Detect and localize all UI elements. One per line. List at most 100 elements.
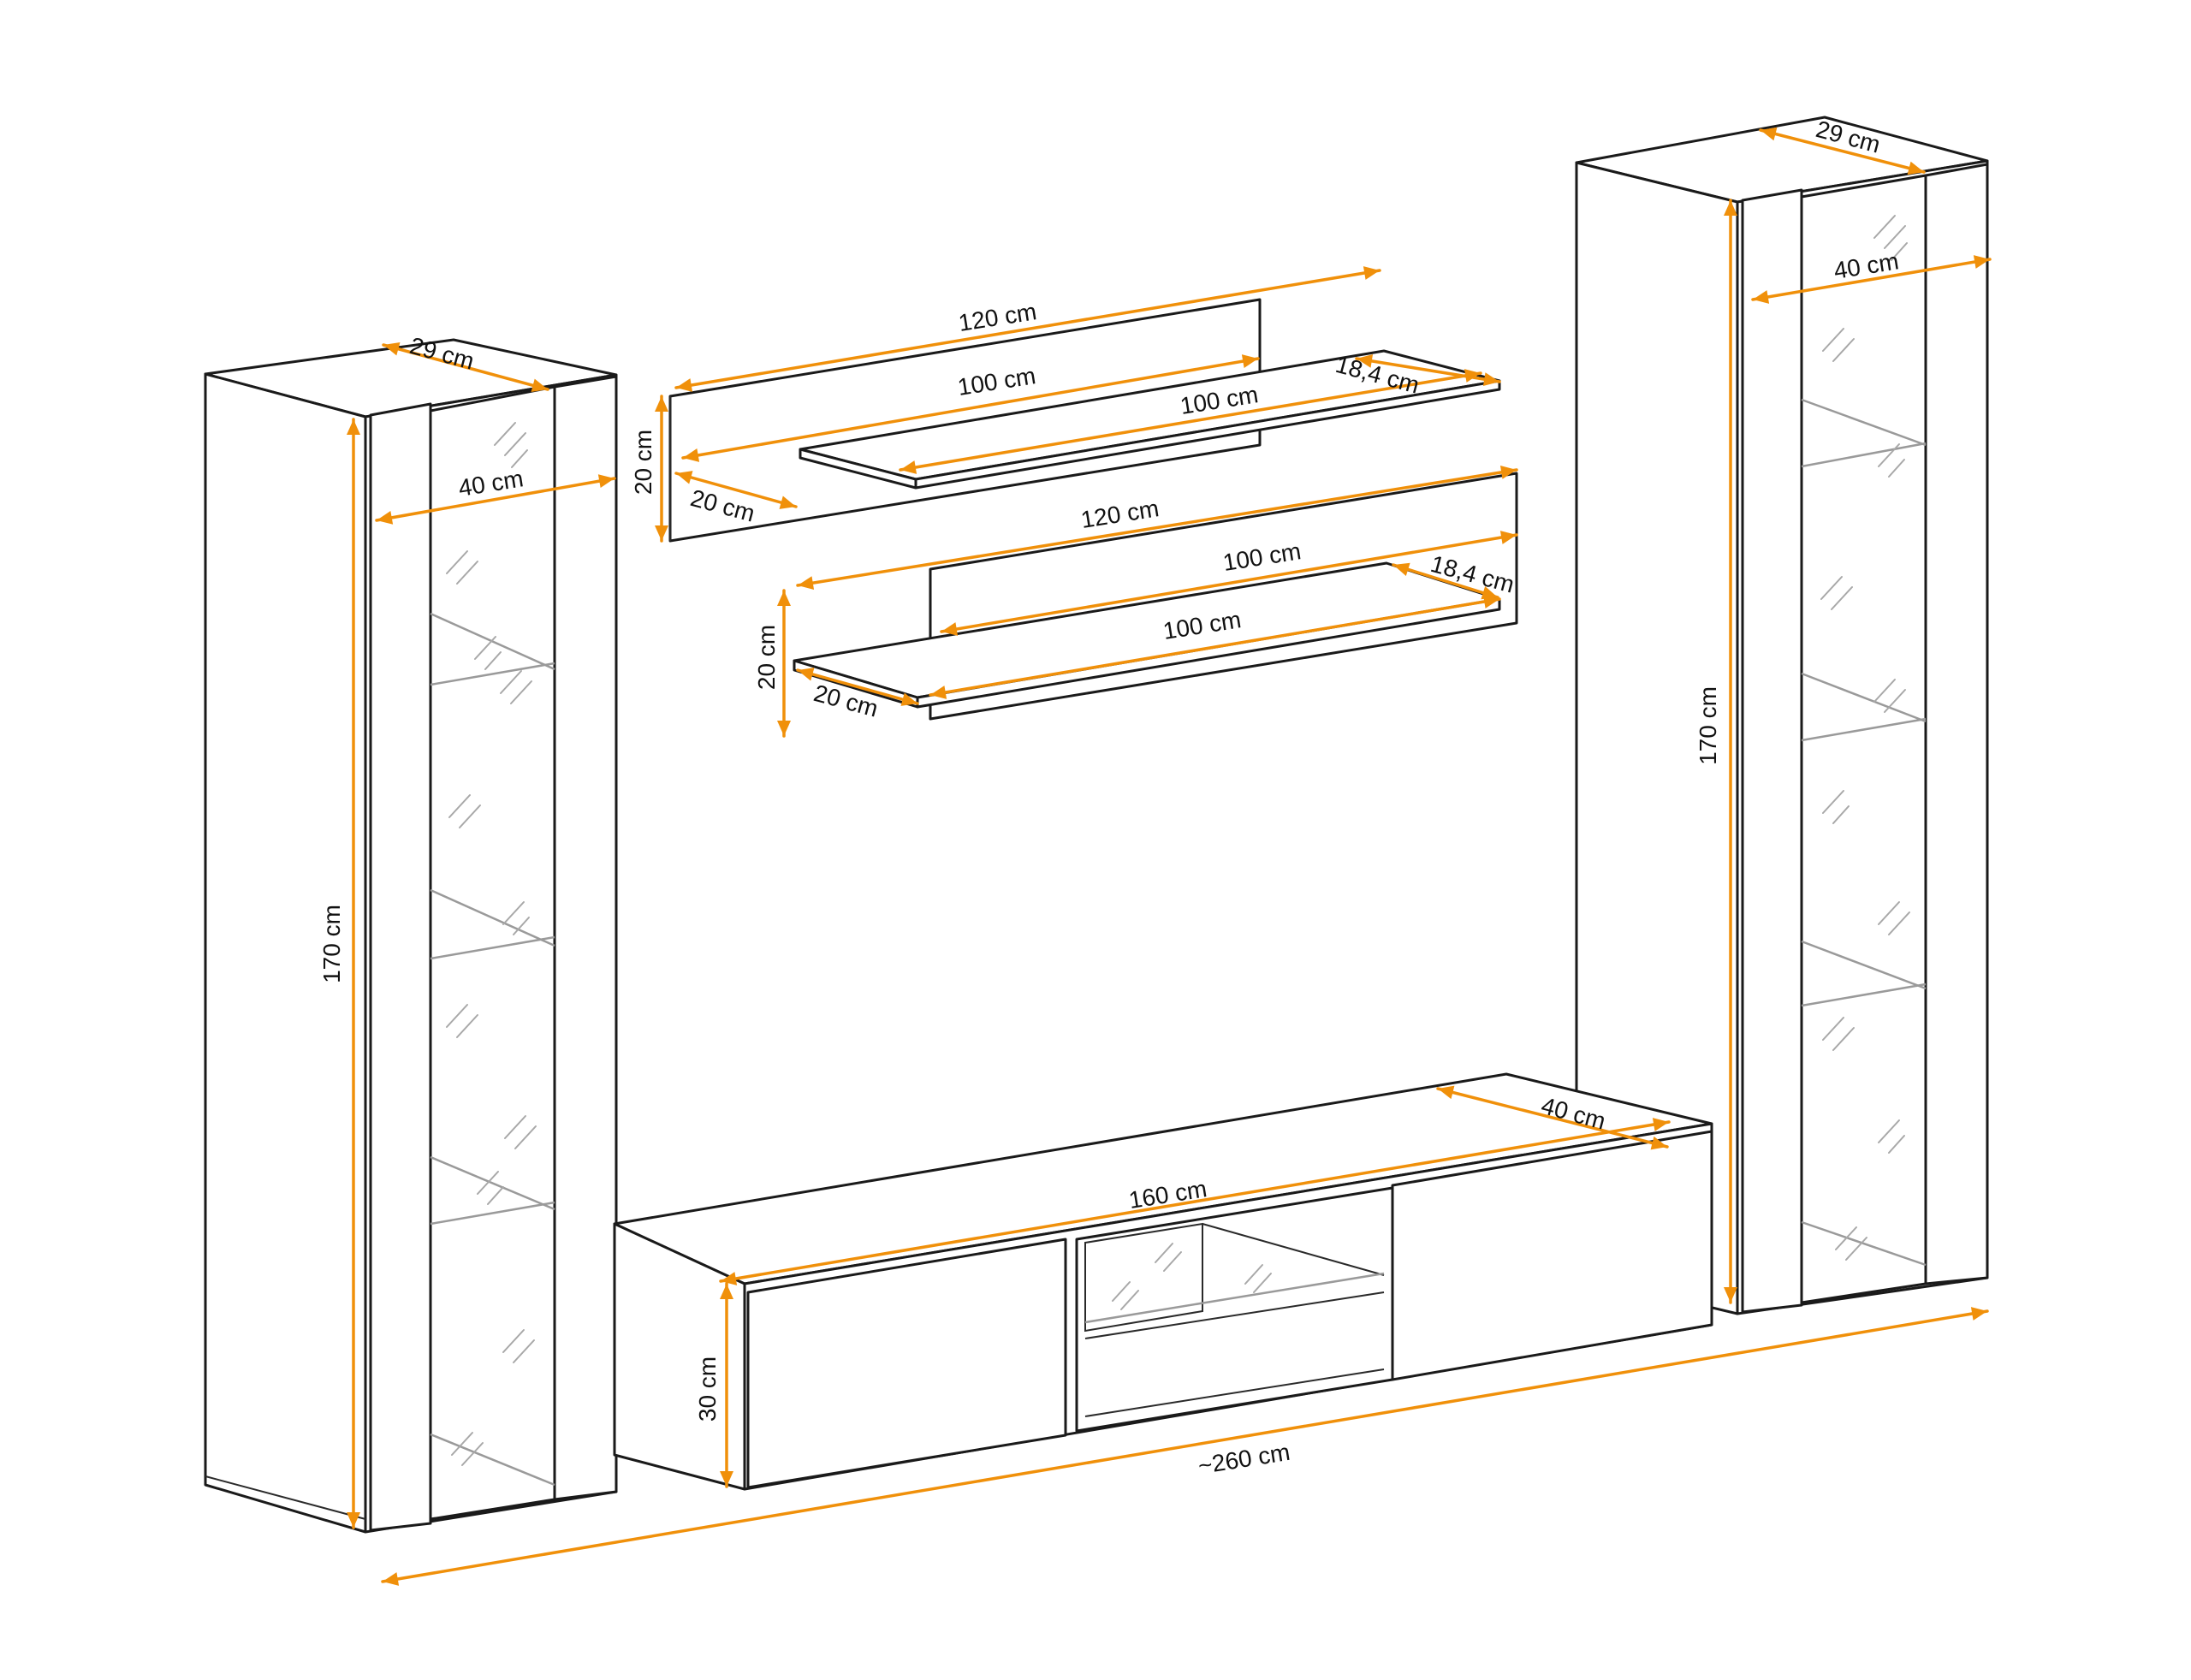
dim-shelf2-upper-width-arrowhead-end (1499, 531, 1517, 544)
dim-tv-height-arrowhead-end (720, 1471, 733, 1487)
right-cabinet-glass-door (1741, 188, 1803, 1314)
dim-total-width-arrowhead-start (383, 1572, 400, 1586)
dim-left-cabinet-width-arrowhead-start (377, 510, 394, 525)
dim-shelf1-board-depth (1355, 353, 1501, 387)
left-cabinet-glass-panel (429, 385, 556, 1521)
label-left-cabinet-height: 170 cm (318, 905, 345, 983)
dim-shelf2-back-width-arrowhead-start (798, 576, 815, 591)
tv-stand (613, 1072, 1713, 1491)
dim-shelf1-board-width-arrowhead-start (900, 460, 917, 474)
dim-shelf2-back-depth-arrowhead-end (900, 692, 917, 706)
left-shelf-front-3 (430, 1201, 555, 1226)
label-shelf2-back-height: 20 cm (753, 625, 780, 690)
dim-tv-height-arrowhead-start (720, 1284, 733, 1299)
dim-right-cabinet-width-line (1751, 258, 1992, 301)
dim-shelf2-back-height (777, 589, 791, 738)
dim-tv-width (719, 1118, 1671, 1285)
dim-right-cabinet-width (1751, 255, 1992, 304)
dim-tv-depth-arrowhead-start (1438, 1085, 1455, 1100)
dim-left-cabinet-depth-arrowhead-end (531, 378, 548, 393)
left-cabinet-base-line (205, 1475, 366, 1520)
left-cabinet (204, 338, 618, 1534)
dim-shelf2-upper-width (940, 531, 1518, 636)
dim-left-cabinet-height (347, 418, 360, 1529)
dim-shelf1-upper-width-line (681, 357, 1260, 460)
right-glass-glints (1820, 215, 1910, 1261)
right-shelf-bottom (1801, 1220, 1927, 1267)
right-shelf-front-1 (1801, 442, 1927, 468)
dim-right-cabinet-height (1724, 199, 1737, 1304)
dim-shelf1-board-depth-arrowhead-end (1482, 372, 1499, 387)
dim-left-cabinet-width-line (375, 477, 616, 522)
dim-shelf1-board-width-line (899, 371, 1482, 472)
dim-tv-width-arrowhead-start (721, 1272, 738, 1285)
dim-shelf2-upper-width-line (940, 533, 1518, 633)
dim-tv-width-arrowhead-end (1652, 1118, 1669, 1131)
dim-total-width (381, 1307, 1989, 1586)
right-cabinet (1575, 116, 1989, 1315)
dim-shelf2-board-depth-line (1392, 563, 1499, 599)
dim-left-cabinet-height-arrowhead-start (347, 419, 360, 435)
dim-shelf1-back-height (655, 395, 668, 543)
dim-tv-depth-line (1436, 1087, 1669, 1149)
left-shelf-bottom (430, 1433, 555, 1487)
dim-shelf1-back-height-arrowhead-end (655, 525, 668, 541)
tv-stand-compartment-inner (1084, 1222, 1203, 1333)
dim-total-width-arrowhead-end (1970, 1307, 1987, 1321)
dim-shelf2-board-depth (1392, 562, 1499, 600)
dim-left-cabinet-depth-line (382, 343, 549, 391)
dim-left-cabinet-depth-arrowhead-start (383, 341, 401, 356)
dim-shelf2-board-width-arrowhead-start (930, 686, 947, 699)
left-cabinet-glass-door (369, 402, 432, 1532)
dim-shelf1-back-depth-line (674, 472, 798, 508)
right-shelf-edge-3 (1801, 940, 1927, 990)
tv-stand-glass-shelf (1084, 1272, 1385, 1324)
dim-right-cabinet-height-arrowhead-start (1724, 200, 1737, 216)
left-shelf-front-1 (430, 662, 555, 686)
dimension-lines (347, 127, 1992, 1586)
upper-shelf-board-edge (914, 379, 1501, 490)
dim-shelf2-back-depth-line (796, 668, 919, 705)
upper-wall-shelf (668, 298, 1501, 543)
tv-stand-glass-shelf-front (1084, 1291, 1385, 1339)
dim-shelf2-back-depth-arrowhead-start (798, 668, 815, 681)
left-shelf-edge-3 (430, 1155, 555, 1211)
right-shelf-front-3 (1801, 982, 1927, 1007)
dim-left-cabinet-width-arrowhead-end (597, 474, 615, 489)
dim-tv-width-line (719, 1120, 1671, 1283)
dim-left-cabinet-height-arrowhead-end (347, 1512, 360, 1528)
right-shelf-edge-2 (1801, 672, 1927, 723)
dim-shelf1-upper-width-arrowhead-end (1241, 354, 1258, 368)
dim-right-cabinet-width-arrowhead-end (1973, 255, 1990, 269)
dim-shelf1-back-depth (674, 471, 798, 509)
dim-tv-depth-arrowhead-end (1650, 1136, 1667, 1150)
dim-shelf1-back-width (674, 266, 1381, 392)
dim-shelf1-back-depth-arrowhead-end (779, 496, 796, 509)
dim-shelf1-board-width-arrowhead-end (1464, 369, 1481, 383)
dim-left-cabinet-width (375, 474, 616, 525)
left-glass-glints (446, 422, 537, 1466)
dim-shelf1-back-width-line (674, 269, 1381, 389)
dim-right-cabinet-depth-arrowhead-end (1907, 161, 1924, 175)
right-cabinet-glass-panel (1800, 174, 1927, 1304)
label-total-width: ~260 cm (1196, 1439, 1292, 1480)
dim-right-cabinet-width-arrowhead-start (1753, 290, 1770, 304)
right-shelf-edge-1 (1801, 398, 1927, 447)
dim-tv-depth (1436, 1085, 1669, 1150)
dim-right-cabinet-depth-arrowhead-start (1761, 127, 1778, 141)
left-shelf-edge-2 (430, 888, 555, 947)
tv-stand-glints (1112, 1243, 1272, 1310)
dim-shelf2-board-width-line (929, 597, 1501, 697)
tv-stand-left-door (746, 1238, 1067, 1489)
left-cabinet-right-frame (553, 375, 618, 1501)
dim-shelf1-upper-width (681, 354, 1260, 462)
dim-shelf2-back-width-line (796, 468, 1518, 587)
dim-right-cabinet-depth (1759, 127, 1926, 175)
label-right-cabinet-height: 170 cm (1695, 686, 1721, 765)
dim-shelf1-back-width-arrowhead-start (676, 378, 693, 392)
dim-shelf1-board-width (899, 369, 1482, 474)
left-shelf-edge-1 (430, 612, 555, 671)
dim-shelf2-back-height-arrowhead-start (777, 591, 791, 606)
dim-shelf2-back-height-arrowhead-end (777, 721, 791, 736)
